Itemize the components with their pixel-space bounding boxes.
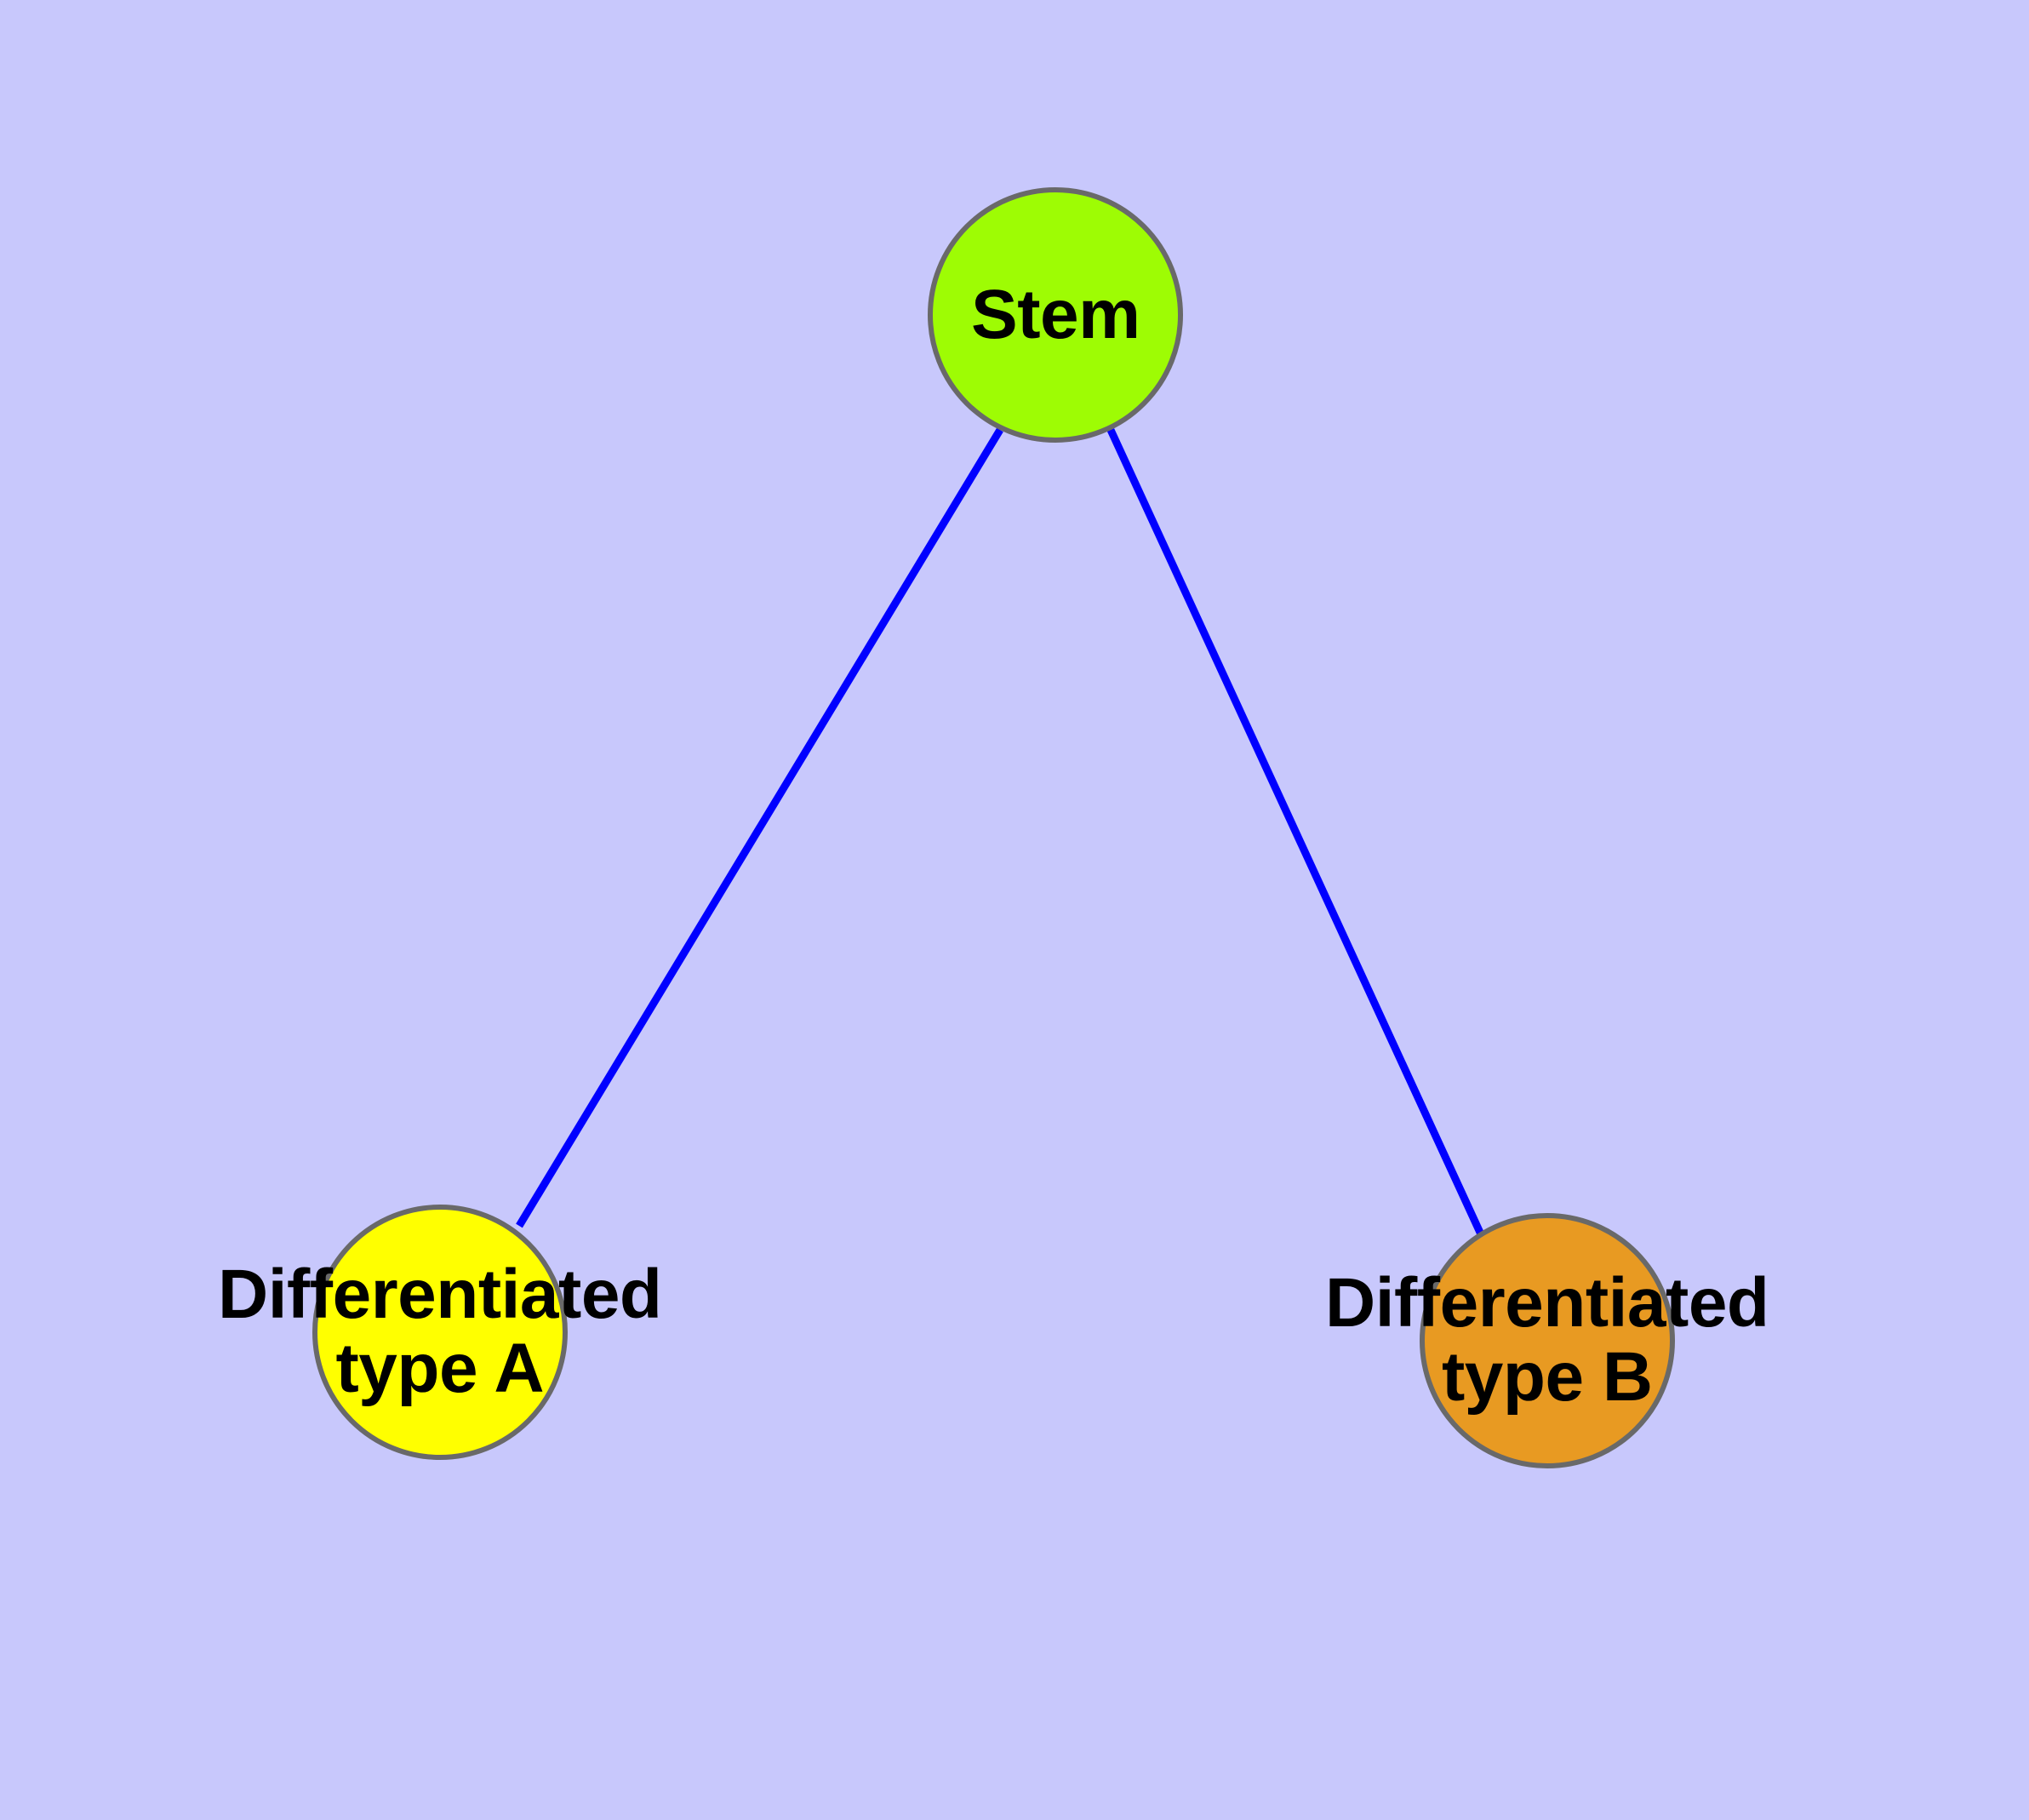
node-label-line: type A [335,1329,545,1407]
node-circle-diff_a[interactable] [312,1205,568,1460]
node-label-line: Differentiated [218,1256,662,1333]
edge-stem-to-diff-b[interactable] [1106,428,1485,1236]
edge-layer [516,427,1485,1236]
node-label-line: Differentiated [1325,1264,1769,1342]
node-label-line: Stem [971,276,1140,353]
node-circle-diff_b[interactable] [1420,1213,1675,1468]
node-layer [312,187,1675,1468]
node-label-line: type B [1441,1337,1653,1416]
node-circle-stem[interactable] [928,187,1183,443]
node-label-stem: Stem [971,278,1140,352]
edge-stem-to-diff-a[interactable] [516,427,1003,1228]
